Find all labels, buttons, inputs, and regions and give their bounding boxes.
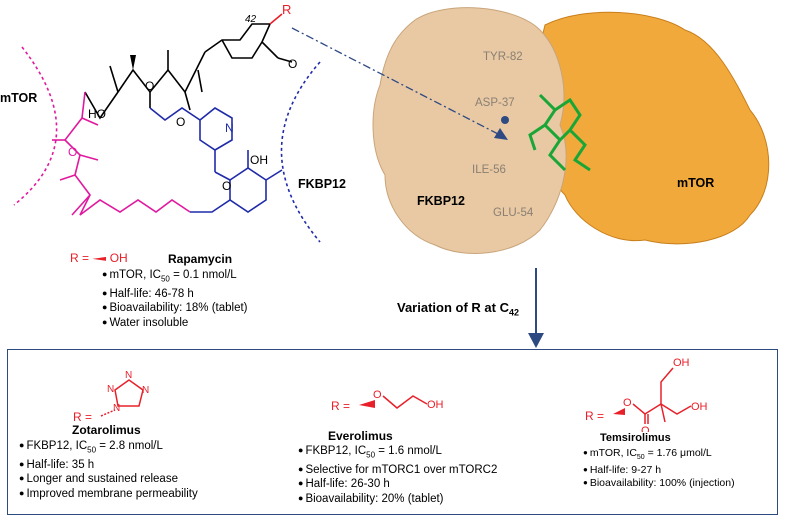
position-42-label: 42: [245, 14, 257, 25]
temsirolimus-structure: R = O O OH OH: [585, 357, 708, 432]
svg-text:OH: OH: [427, 399, 444, 411]
fkbp12-protein-label: FKBP12: [417, 194, 465, 208]
r-substituent-label: R: [282, 2, 291, 17]
wedge-bond: [130, 55, 136, 70]
everolimus-properties: FKBP12, IC50 = 1.6 nmol/L Selective for …: [298, 444, 497, 506]
macrocycle-left-chain: [52, 91, 191, 216]
everolimus-prop-selectivity: Selective for mTORC1 over mTORC2: [298, 463, 497, 478]
residue-asp37: ASP-37: [475, 97, 515, 109]
everolimus-name: Everolimus: [328, 429, 393, 443]
down-arrow-head: [528, 333, 544, 348]
everolimus-prop-halflife: Half-life: 26-30 h: [298, 477, 497, 492]
temsirolimus-name: Temsirolimus: [600, 432, 671, 444]
atom-o-methoxy: O: [288, 57, 297, 71]
temsirolimus-prop-ic50: mTOR, IC50 = 1.76 μmol/L: [583, 447, 735, 464]
atom-o-ketone: O: [145, 79, 154, 93]
rapamycin-prop-solubility: Water insoluble: [102, 316, 248, 331]
zotarolimus-name: Zotarolimus: [72, 423, 141, 437]
zotarolimus-properties: FKBP12, IC50 = 2.8 nmol/L Half-life: 35 …: [19, 439, 198, 502]
svg-text:OH: OH: [673, 357, 690, 369]
residue-tyr82: TYR-82: [483, 51, 523, 63]
atom-n: N: [225, 121, 234, 135]
mtor-protein-label: mTOR: [677, 176, 714, 190]
zotarolimus-structure: R = N N N N: [73, 370, 149, 424]
temsirolimus-properties: mTOR, IC50 = 1.76 μmol/L Half-life: 9-27…: [583, 447, 735, 490]
svg-text:N: N: [125, 370, 132, 381]
everolimus-prop-ic50: FKBP12, IC50 = 1.6 nmol/L: [298, 444, 497, 463]
rapamycin-r-definition: R = OH: [70, 251, 128, 265]
atom-o-ester: O: [176, 115, 185, 129]
variation-label: Variation of R at C42: [397, 300, 519, 318]
rapamycin-prop-bioavailability: Bioavailability: 18% (tablet): [102, 301, 247, 316]
ligand-marker: [501, 116, 509, 124]
rapamycin-name: Rapamycin: [168, 252, 233, 266]
fkbp12-surface: [372, 7, 567, 254]
svg-text:O: O: [623, 397, 632, 409]
temsirolimus-prop-halflife: Half-life: 9-27 h: [583, 464, 735, 477]
svg-text:N: N: [142, 385, 149, 396]
atom-oh-ring: OH: [250, 153, 268, 167]
zotarolimus-prop-release: Longer and sustained release: [19, 472, 198, 487]
cyclohexyl-ring: [204, 23, 293, 63]
zotarolimus-prop-permeability: Improved membrane permeability: [19, 487, 197, 502]
mtor-binding-arc: [13, 46, 58, 206]
zotarolimus-prop-halflife: Half-life: 35 h: [19, 458, 198, 473]
analogs-panel: R = N N N N Zotarolimus FKBP12, IC50 = 2…: [7, 349, 778, 515]
ligand-sticks: [528, 93, 591, 172]
atom-o-ring: O: [222, 179, 231, 193]
zotarolimus-r-equals: R =: [73, 410, 92, 424]
macrocycle-top-chain: [84, 50, 206, 120]
rapamycin-properties: mTOR, IC50 = 0.1 nmol/L Half-life: 46-78…: [102, 268, 248, 331]
svg-text:O: O: [373, 389, 382, 401]
svg-text:N: N: [107, 384, 114, 395]
temsirolimus-prop-bioavailability: Bioavailability: 100% (injection): [583, 477, 735, 490]
svg-text:N: N: [113, 403, 120, 414]
macrocycle-right-chain: [149, 107, 283, 213]
protein-complex-surface: TYR-82 ASP-37 ILE-56 GLU-54 FKBP12 mTOR: [372, 7, 770, 254]
rapamycin-r-equals: R =: [70, 251, 90, 265]
atom-ho: HO: [88, 107, 106, 121]
svg-text:R =: R =: [585, 409, 604, 423]
tetrazole-ring: [114, 379, 144, 407]
wedge-icon: [92, 256, 107, 261]
residue-glu54: GLU-54: [493, 207, 534, 219]
rapamycin-prop-halflife: Half-life: 46-78 h: [102, 287, 248, 302]
rapamycin-prop-ic50: mTOR, IC50 = 0.1 nmol/L: [102, 268, 248, 287]
svg-text:R =: R =: [331, 399, 350, 413]
svg-text:OH: OH: [691, 401, 708, 413]
rapamycin-structure: HO O O O O N OH O 42 R mTOR FKBP12: [0, 2, 346, 243]
mtor-side-label: mTOR: [0, 91, 37, 105]
r-bond: [269, 13, 283, 25]
rapamycin-r-group: OH: [109, 251, 128, 265]
everolimus-prop-bioavailability: Bioavailability: 20% (tablet): [298, 492, 497, 507]
residue-ile56: ILE-56: [472, 164, 506, 176]
everolimus-structure: R = O OH: [331, 389, 444, 413]
zotarolimus-prop-ic50: FKBP12, IC50 = 2.8 nmol/L: [19, 439, 198, 458]
fkbp12-side-label: FKBP12: [298, 177, 346, 191]
svg-text:O: O: [641, 425, 650, 432]
atom-o-left: O: [68, 145, 77, 159]
